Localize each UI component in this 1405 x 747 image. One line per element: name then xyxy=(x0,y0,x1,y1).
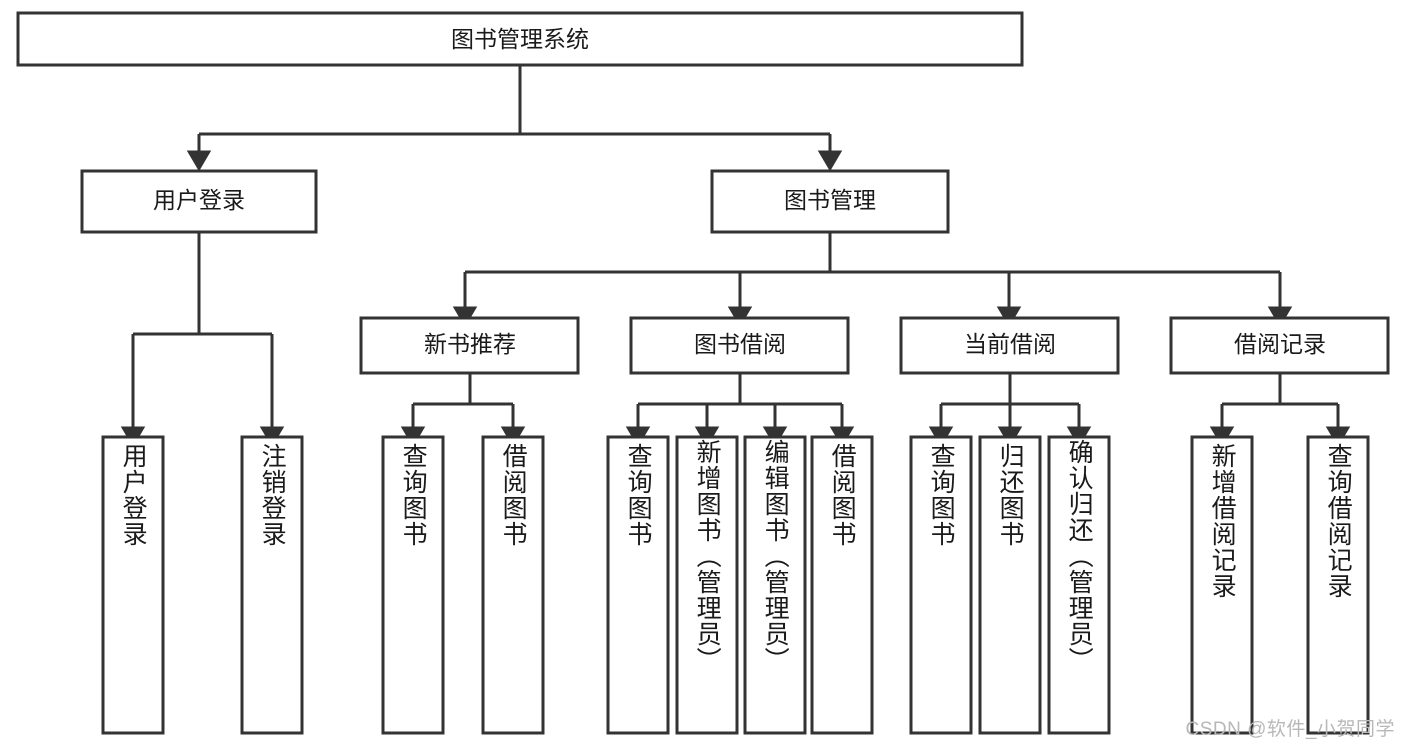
leaf-label-current-borrow-2: 归还图书 xyxy=(996,443,1025,547)
leaf-label-current-borrow-3: 确认归还（管理员） xyxy=(1065,439,1094,673)
leaf-label-book-borrow-2: 新增图书（管理员） xyxy=(693,439,722,673)
leaf-label-user-login-2: 注销登录 xyxy=(258,443,287,547)
node-root-box[interactable] xyxy=(16,11,1024,67)
node-current-borrow-box[interactable] xyxy=(899,316,1120,375)
leaf-label-book-borrow-1: 查询图书 xyxy=(624,443,653,547)
leaf-box-book-borrow-2[interactable] xyxy=(675,435,739,735)
leaf-label-borrow-record-2: 查询借阅记录 xyxy=(1324,443,1353,599)
leaf-box-current-borrow-2[interactable] xyxy=(978,435,1042,735)
leaf-label-book-borrow-3: 编辑图书（管理员） xyxy=(761,439,790,673)
leaf-box-new-book-2[interactable] xyxy=(481,435,545,735)
leaf-label-current-borrow-1: 查询图书 xyxy=(927,443,956,547)
leaf-box-new-book-1[interactable] xyxy=(381,435,445,735)
node-current-borrow-label: 当前借阅 xyxy=(964,331,1056,357)
leaf-box-book-borrow-3[interactable] xyxy=(743,435,807,735)
node-root-label: 图书管理系统 xyxy=(451,26,589,52)
leaf-box-book-borrow-1[interactable] xyxy=(606,435,670,735)
node-book-borrow-label: 图书借阅 xyxy=(694,331,786,357)
node-new-book-recommend-label: 新书推荐 xyxy=(424,331,516,357)
leaf-label-new-book-2: 借阅图书 xyxy=(499,443,528,547)
leaf-box-borrow-record-2[interactable] xyxy=(1306,435,1370,735)
node-borrow-record-label: 借阅记录 xyxy=(1234,331,1326,357)
leaf-box-borrow-record-1[interactable] xyxy=(1190,435,1254,735)
node-book-borrow-box[interactable] xyxy=(629,316,850,375)
node-borrow-record-box[interactable] xyxy=(1169,316,1390,375)
leaf-label-borrow-record-1: 新增借阅记录 xyxy=(1208,443,1237,599)
leaf-label-book-borrow-4: 借阅图书 xyxy=(828,443,857,547)
leaf-box-user-login-2[interactable] xyxy=(240,435,304,735)
leaf-label-user-login-1: 用户登录 xyxy=(119,443,148,547)
leaf-box-current-borrow-1[interactable] xyxy=(909,435,973,735)
node-user-login-box[interactable] xyxy=(80,169,318,234)
leaf-label-new-book-1: 查询图书 xyxy=(399,443,428,547)
node-new-book-recommend-box[interactable] xyxy=(359,316,580,375)
node-user-login-label: 用户登录 xyxy=(153,187,245,213)
leaf-box-book-borrow-4[interactable] xyxy=(810,435,874,735)
leaf-box-current-borrow-3[interactable] xyxy=(1047,435,1111,735)
leaf-box-user-login-1[interactable] xyxy=(101,435,165,735)
node-book-manage-label: 图书管理 xyxy=(784,187,876,213)
csdn-watermark: CSDN @软件_小贺同学 xyxy=(1185,719,1395,740)
